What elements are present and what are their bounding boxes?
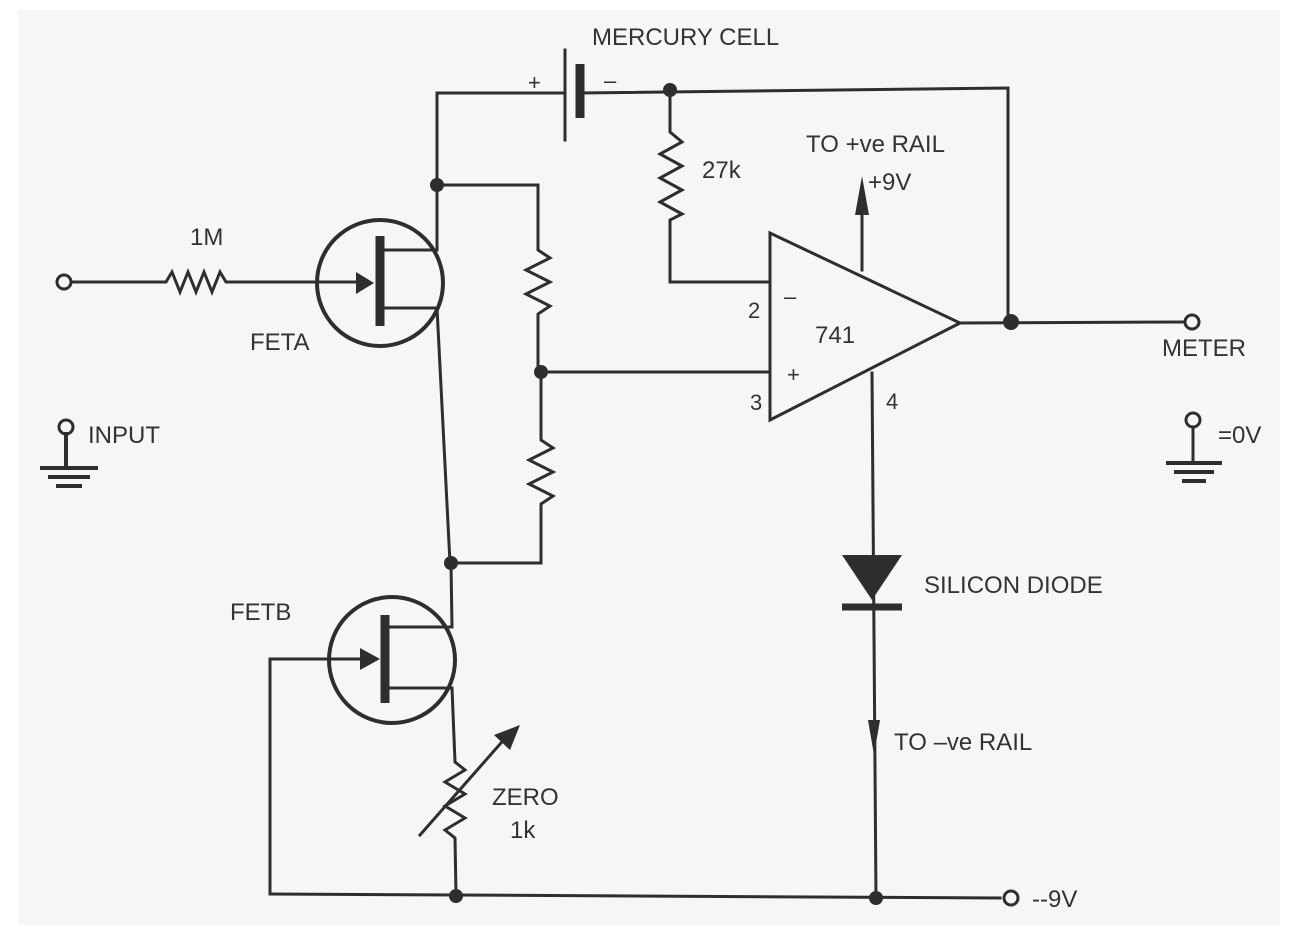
pos-rail-arrow [855,176,869,272]
cell-minus-sign: – [604,68,617,93]
output-junction-dot [1003,314,1019,330]
zero-pot-value: 1k [510,817,536,844]
resistor-divider-top [435,183,554,374]
feta-label: FETA [250,329,310,356]
jfet-fetb [268,595,457,725]
paper-background [18,10,1280,925]
meter-terminal[interactable] [1183,313,1201,331]
cell-plus-sign: + [528,70,541,95]
silicon-diode-symbol [842,555,902,611]
noninverting-input-sign: + [787,362,800,387]
resistor-divider-bottom [449,370,557,565]
neg-rail-label: TO –ve RAIL [894,729,1032,756]
fetb-drain-wire [449,561,454,629]
opamp-pin-3: 3 [750,390,762,415]
opamp-label: 741 [815,322,855,349]
resistor-1m-label: 1M [190,224,223,251]
fetb-label: FETB [230,599,291,626]
zero-pot-label: ZERO [492,784,559,811]
silicon-diode-label: SILICON DIODE [924,572,1103,599]
resistor-27k-label: 27k [702,157,742,184]
opamp-741 [768,230,964,423]
top-wire [435,86,1010,324]
pos-rail-voltage: +9V [868,169,911,196]
resistor-1m [69,267,322,297]
input-label: INPUT [88,422,160,449]
pin4-wire [870,371,878,900]
junction-dot [449,889,463,903]
zero-volt-label: =0V [1218,422,1261,449]
input-terminal[interactable] [55,273,73,291]
opamp-pin-4: 4 [886,389,898,414]
output-wire [958,320,1187,325]
feta-source-wire [435,306,452,565]
mercury-cell-symbol [563,48,585,142]
mercury-cell-label: MERCURY CELL [592,24,779,51]
neg-rail-arrow [868,720,880,755]
bottom-rail-wire [268,892,1002,900]
ground-0v-symbol [1166,411,1222,483]
inverting-input-sign: – [784,284,797,309]
zero-potentiometer [417,686,520,896]
opamp-pin-2: 2 [748,298,760,323]
neg-9v-terminal[interactable] [1002,889,1020,907]
meter-label: METER [1162,335,1246,362]
pos-rail-label: TO +ve RAIL [806,131,945,158]
jfet-feta [315,218,445,348]
ground-input-symbol [40,418,98,488]
resistor-27k [656,88,772,284]
neg-9v-label: --9V [1032,886,1077,913]
